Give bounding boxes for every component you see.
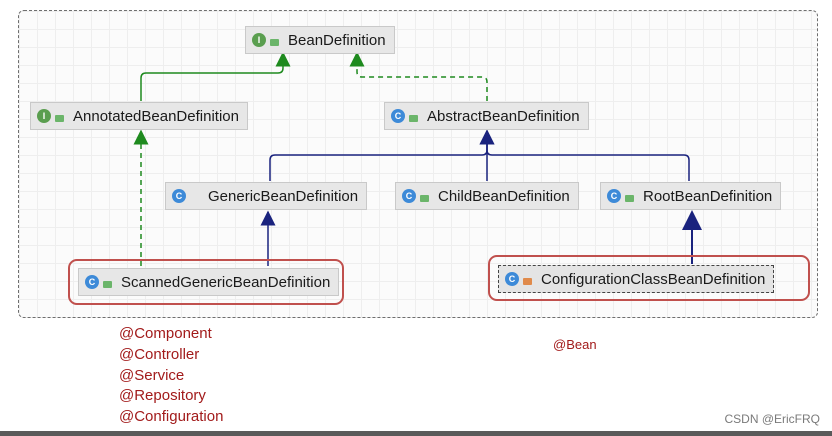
node-label: AnnotatedBeanDefinition [73, 107, 239, 125]
public-lock-icon [55, 114, 64, 122]
node-label: ChildBeanDefinition [438, 187, 570, 205]
node-generic-bean-definition[interactable]: C GenericBeanDefinition [165, 182, 368, 210]
node-child-bean-definition[interactable]: C ChildBeanDefinition [395, 182, 579, 210]
scanned-annotations-list: @Component @Controller @Service @Reposit… [119, 324, 223, 428]
highlight-scanned [68, 259, 344, 305]
class-icon: C [172, 189, 186, 203]
diagram-frame [18, 10, 818, 318]
package-private-lock-icon [523, 277, 532, 285]
public-lock-icon [625, 194, 634, 202]
edge-abd-to-bd [140, 51, 291, 101]
node-annotated-bean-definition[interactable]: I AnnotatedBeanDefinition [30, 102, 248, 130]
node-label: AbstractBeanDefinition [427, 107, 580, 125]
class-icon: C [391, 109, 405, 123]
node-scanned-generic-bean-definition[interactable]: C ScannedGenericBeanDefinition [78, 268, 340, 296]
annotation-item: @Repository [119, 387, 206, 405]
class-icon: C [402, 189, 416, 203]
bottom-bar [0, 431, 832, 436]
node-abstract-bean-definition[interactable]: C AbstractBeanDefinition [384, 102, 589, 130]
node-label: ScannedGenericBeanDefinition [121, 273, 331, 291]
edge-rbd-to-absbd [479, 129, 690, 181]
annotation-item: @Controller [119, 345, 200, 363]
node-label: RootBeanDefinition [643, 187, 773, 205]
annotation-item: @Service [119, 366, 185, 384]
node-root-bean-definition[interactable]: C RootBeanDefinition [600, 182, 782, 210]
edge-gbd-to-absbd [269, 129, 495, 181]
node-configuration-class-bean-definition[interactable]: C ConfigurationClassBeanDefinition [498, 265, 775, 293]
public-lock-icon [103, 280, 112, 288]
watermark: CSDN @EricFRQ [724, 412, 820, 426]
interface-icon: I [37, 109, 51, 123]
edge-absbd-to-bd [349, 51, 488, 101]
class-icon: C [505, 272, 519, 286]
bean-annotation: @Bean [553, 337, 597, 352]
node-bean-definition[interactable]: I BeanDefinition [245, 26, 395, 54]
highlight-configuration-class [488, 255, 810, 301]
node-label: BeanDefinition [288, 31, 386, 49]
public-lock-icon [420, 194, 429, 202]
public-lock-icon [409, 114, 418, 122]
annotation-item: @Configuration [119, 408, 224, 426]
annotation-item: @Component [119, 325, 212, 342]
node-label: GenericBeanDefinition [208, 187, 359, 205]
class-icon: C [607, 189, 621, 203]
public-lock-icon [270, 38, 279, 46]
node-label: ConfigurationClassBeanDefinition [541, 270, 766, 288]
interface-icon: I [252, 33, 266, 47]
class-icon: C [85, 275, 99, 289]
